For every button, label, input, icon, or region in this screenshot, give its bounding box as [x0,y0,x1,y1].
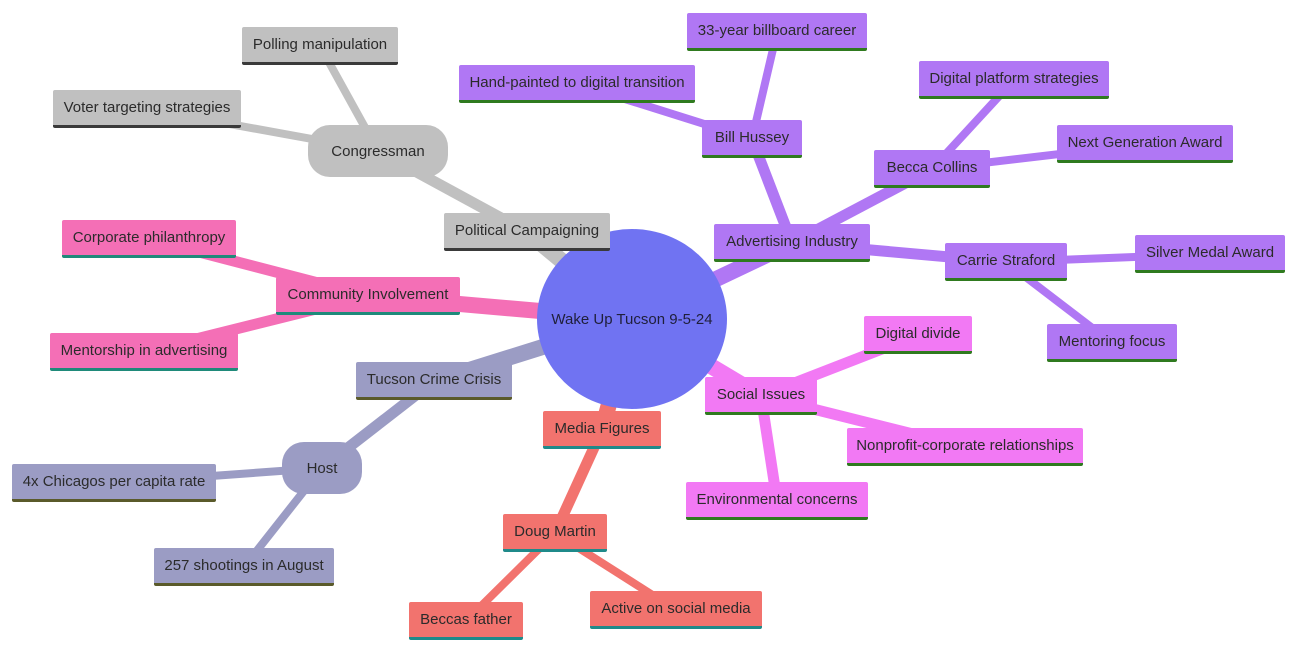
node-congressman: Congressman [308,125,448,177]
node-carrie: Carrie Straford [945,243,1067,281]
node-voter: Voter targeting strategies [53,90,241,128]
node-label: Doug Martin [514,523,596,540]
node-label: 33-year billboard career [697,22,857,39]
node-digitalplat: Digital platform strategies [919,61,1109,99]
node-environment: Environmental concerns [686,482,868,520]
node-label: Active on social media [601,600,751,617]
node-polling: Polling manipulation [242,27,398,65]
node-media: Media Figures [543,411,661,449]
node-label: Bill Hussey [714,129,790,146]
node-label: Nonprofit-corporate relationships [856,437,1074,454]
node-shootings: 257 shootings in August [154,548,334,586]
node-label: Hand-painted to digital transition [469,74,685,91]
node-host: Host [282,442,362,494]
node-label: Media Figures [554,420,650,437]
node-divide: Digital divide [864,316,972,354]
node-label: Political Campaigning [454,222,600,239]
node-label: 4x Chicagos per capita rate [22,473,206,490]
node-silver: Silver Medal Award [1135,235,1285,273]
node-label: Wake Up Tucson 9-5-24 [551,310,713,328]
node-mentorship: Mentorship in advertising [50,333,238,371]
node-crime: Tucson Crime Crisis [356,362,512,400]
node-bill: Bill Hussey [702,120,802,158]
node-advertising: Advertising Industry [714,224,870,262]
node-label: Tucson Crime Crisis [366,371,502,388]
node-mentoring: Mentoring focus [1047,324,1177,362]
node-label: Environmental concerns [696,491,858,508]
node-billboard: 33-year billboard career [687,13,867,51]
node-root: Wake Up Tucson 9-5-24 [537,229,727,409]
node-label: Digital divide [875,325,961,342]
node-label: Silver Medal Award [1145,244,1275,261]
node-beccas: Beccas father [409,602,523,640]
node-label: Social Issues [716,386,806,403]
node-philanthropy: Corporate philanthropy [62,220,236,258]
node-label: Polling manipulation [252,36,388,53]
node-label: Mentoring focus [1058,333,1166,350]
node-label: Host [306,459,338,477]
node-chicagos: 4x Chicagos per capita rate [12,464,216,502]
node-political: Political Campaigning [444,213,610,251]
node-doug: Doug Martin [503,514,607,552]
node-label: Congressman [331,142,425,160]
node-nonprofit: Nonprofit-corporate relationships [847,428,1083,466]
node-handpainted: Hand-painted to digital transition [459,65,695,103]
node-social-media: Active on social media [590,591,762,629]
node-community: Community Involvement [276,277,460,315]
node-label: Community Involvement [287,286,449,303]
node-label: Digital platform strategies [929,70,1099,87]
node-label: Advertising Industry [726,233,858,250]
node-social: Social Issues [705,377,817,415]
node-label: 257 shootings in August [164,557,324,574]
node-label: Next Generation Award [1067,134,1223,151]
node-label: Carrie Straford [956,252,1056,269]
node-label: Mentorship in advertising [60,342,228,359]
node-label: Beccas father [420,611,512,628]
node-label: Becca Collins [886,159,978,176]
node-label: Voter targeting strategies [63,99,231,116]
node-becca: Becca Collins [874,150,990,188]
node-nextgen: Next Generation Award [1057,125,1233,163]
node-label: Corporate philanthropy [72,229,226,246]
